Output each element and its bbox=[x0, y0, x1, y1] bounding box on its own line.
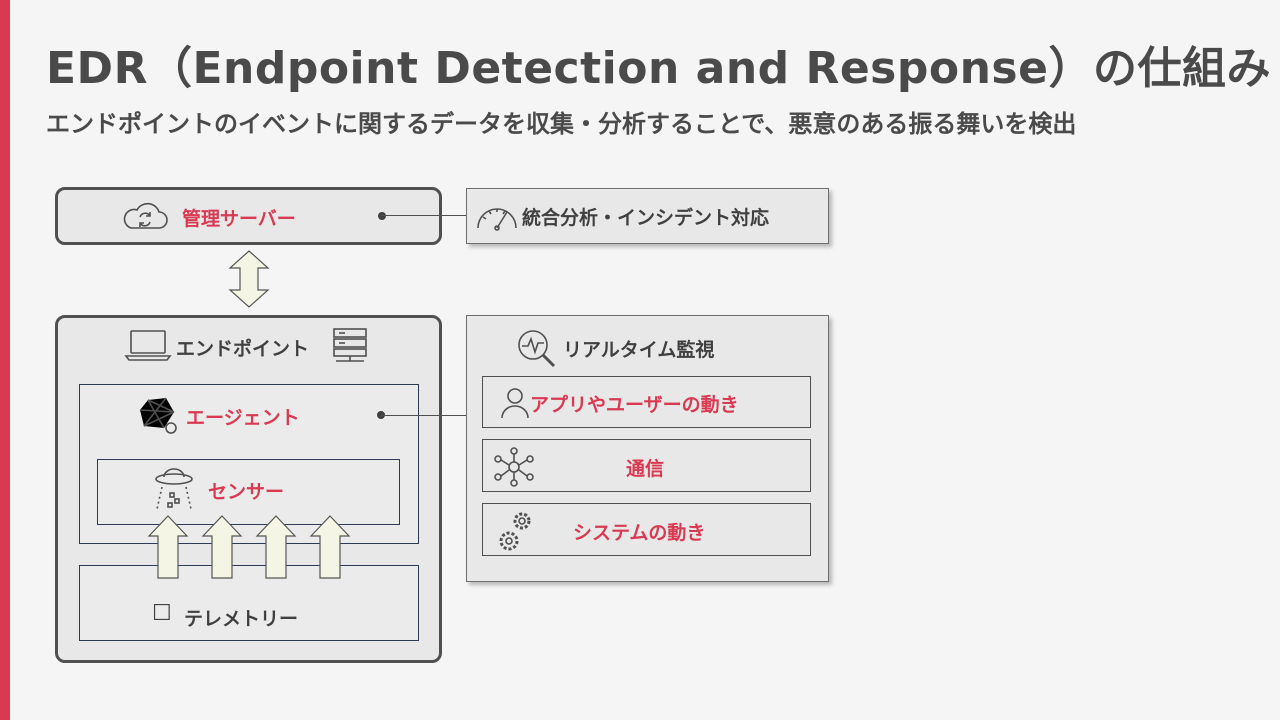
integrated-analysis-panel: 統合分析・インシデント対応 bbox=[466, 188, 829, 244]
management-server-box: 管理サーバー bbox=[55, 187, 442, 245]
realtime-monitoring-label: リアルタイム監視 bbox=[563, 339, 715, 361]
gears-icon bbox=[499, 512, 531, 551]
up-arrow bbox=[147, 515, 189, 579]
sensor-label: センサー bbox=[208, 481, 285, 503]
monitor-item-system: システムの動き bbox=[482, 503, 811, 556]
up-arrow bbox=[201, 515, 243, 579]
bidirectional-arrow-icon bbox=[228, 250, 270, 308]
cloud-sync-icon bbox=[123, 202, 168, 229]
agent-label: エージェント bbox=[186, 407, 300, 429]
connector-line bbox=[381, 215, 467, 216]
laptop-icon bbox=[124, 330, 172, 361]
page-title: EDR（Endpoint Detection and Response）の仕組み bbox=[46, 43, 1271, 94]
up-arrow bbox=[255, 515, 297, 579]
connector-dot bbox=[378, 212, 386, 220]
telemetry-checkbox: ☐ bbox=[152, 601, 172, 626]
sensor-box: センサー bbox=[97, 459, 400, 525]
monitor-item-communication: 通信 bbox=[482, 439, 811, 492]
ufo-sensor-icon bbox=[155, 468, 193, 510]
upward-data-arrows bbox=[147, 515, 351, 579]
network-agent-icon bbox=[139, 397, 177, 434]
connector-line bbox=[381, 415, 467, 416]
integrated-analysis-label: 統合分析・インシデント対応 bbox=[522, 207, 770, 229]
endpoint-label: エンドポイント bbox=[176, 338, 310, 360]
server-rack-icon bbox=[333, 328, 367, 362]
monitor-item-label: システムの動き bbox=[573, 522, 706, 544]
user-icon bbox=[501, 388, 529, 419]
monitor-search-icon bbox=[518, 330, 556, 368]
speedometer-icon bbox=[477, 208, 517, 231]
telemetry-box: ☐ テレメトリー bbox=[79, 565, 419, 641]
accent-bar bbox=[0, 0, 10, 720]
telemetry-label: テレメトリー bbox=[184, 608, 299, 630]
monitor-item-label: アプリやユーザーの動き bbox=[530, 394, 739, 416]
page-subtitle: エンドポイントのイベントに関するデータを収集・分析することで、悪意のある振る舞い… bbox=[46, 110, 1077, 138]
up-arrow bbox=[309, 515, 351, 579]
monitor-item-app-user: アプリやユーザーの動き bbox=[482, 376, 811, 428]
network-nodes-icon bbox=[494, 447, 534, 487]
management-server-label: 管理サーバー bbox=[182, 208, 296, 230]
monitor-item-label: 通信 bbox=[626, 458, 665, 480]
